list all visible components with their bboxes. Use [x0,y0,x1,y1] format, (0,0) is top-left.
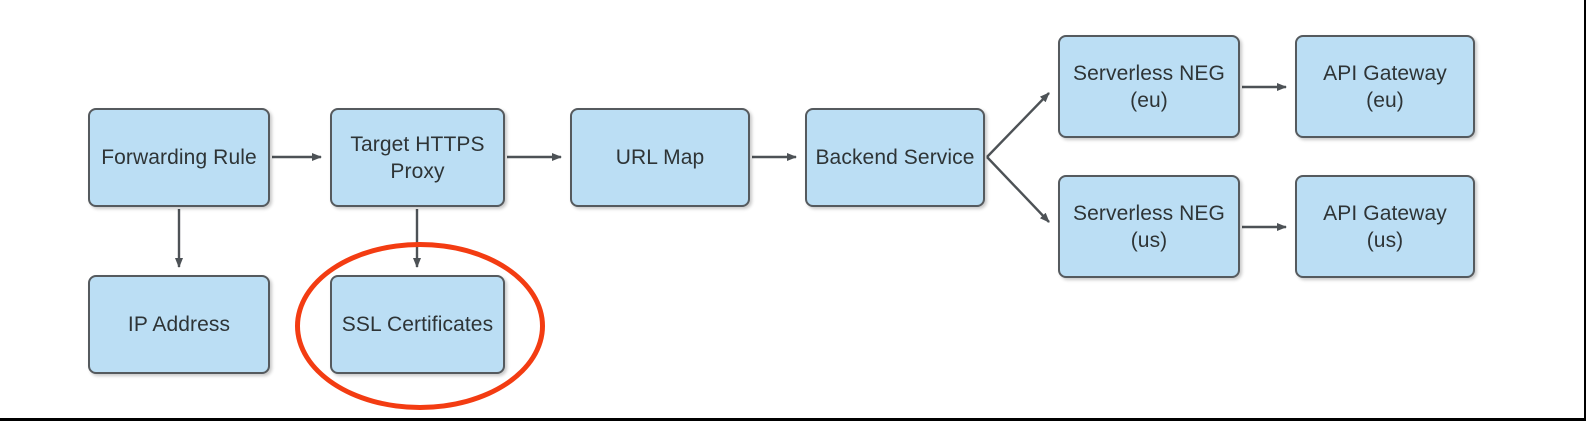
node-target-https-proxy[interactable]: Target HTTPS Proxy [330,108,505,207]
node-backend-service[interactable]: Backend Service [805,108,985,207]
node-api-gateway-eu[interactable]: API Gateway (eu) [1295,35,1475,138]
node-ssl-certificates[interactable]: SSL Certificates [330,275,505,374]
node-serverless-neg-us[interactable]: Serverless NEG (us) [1058,175,1240,278]
node-label: IP Address [127,313,231,336]
node-forwarding-rule[interactable]: Forwarding Rule [88,108,270,207]
node-url-map[interactable]: URL Map [570,108,750,207]
node-label: SSL Certificates [341,313,494,336]
node-label: URL Map [615,146,705,169]
node-label: Target HTTPS Proxy [350,132,485,183]
node-serverless-neg-eu[interactable]: Serverless NEG (eu) [1058,35,1240,138]
node-label: Backend Service [815,146,975,169]
connector-backend-service-to-serverless-neg-us [986,156,1050,223]
node-label: Forwarding Rule [101,146,257,169]
node-ip-address[interactable]: IP Address [88,275,270,374]
node-label: API Gateway (us) [1323,201,1447,252]
ssl-certificates-highlight-ellipse [295,242,545,410]
node-label: Serverless NEG (eu) [1073,61,1225,112]
connector-backend-service-to-serverless-neg-eu [986,92,1050,158]
node-label: Serverless NEG (us) [1073,201,1225,252]
node-api-gateway-us[interactable]: API Gateway (us) [1295,175,1475,278]
node-label: API Gateway (eu) [1323,61,1447,112]
